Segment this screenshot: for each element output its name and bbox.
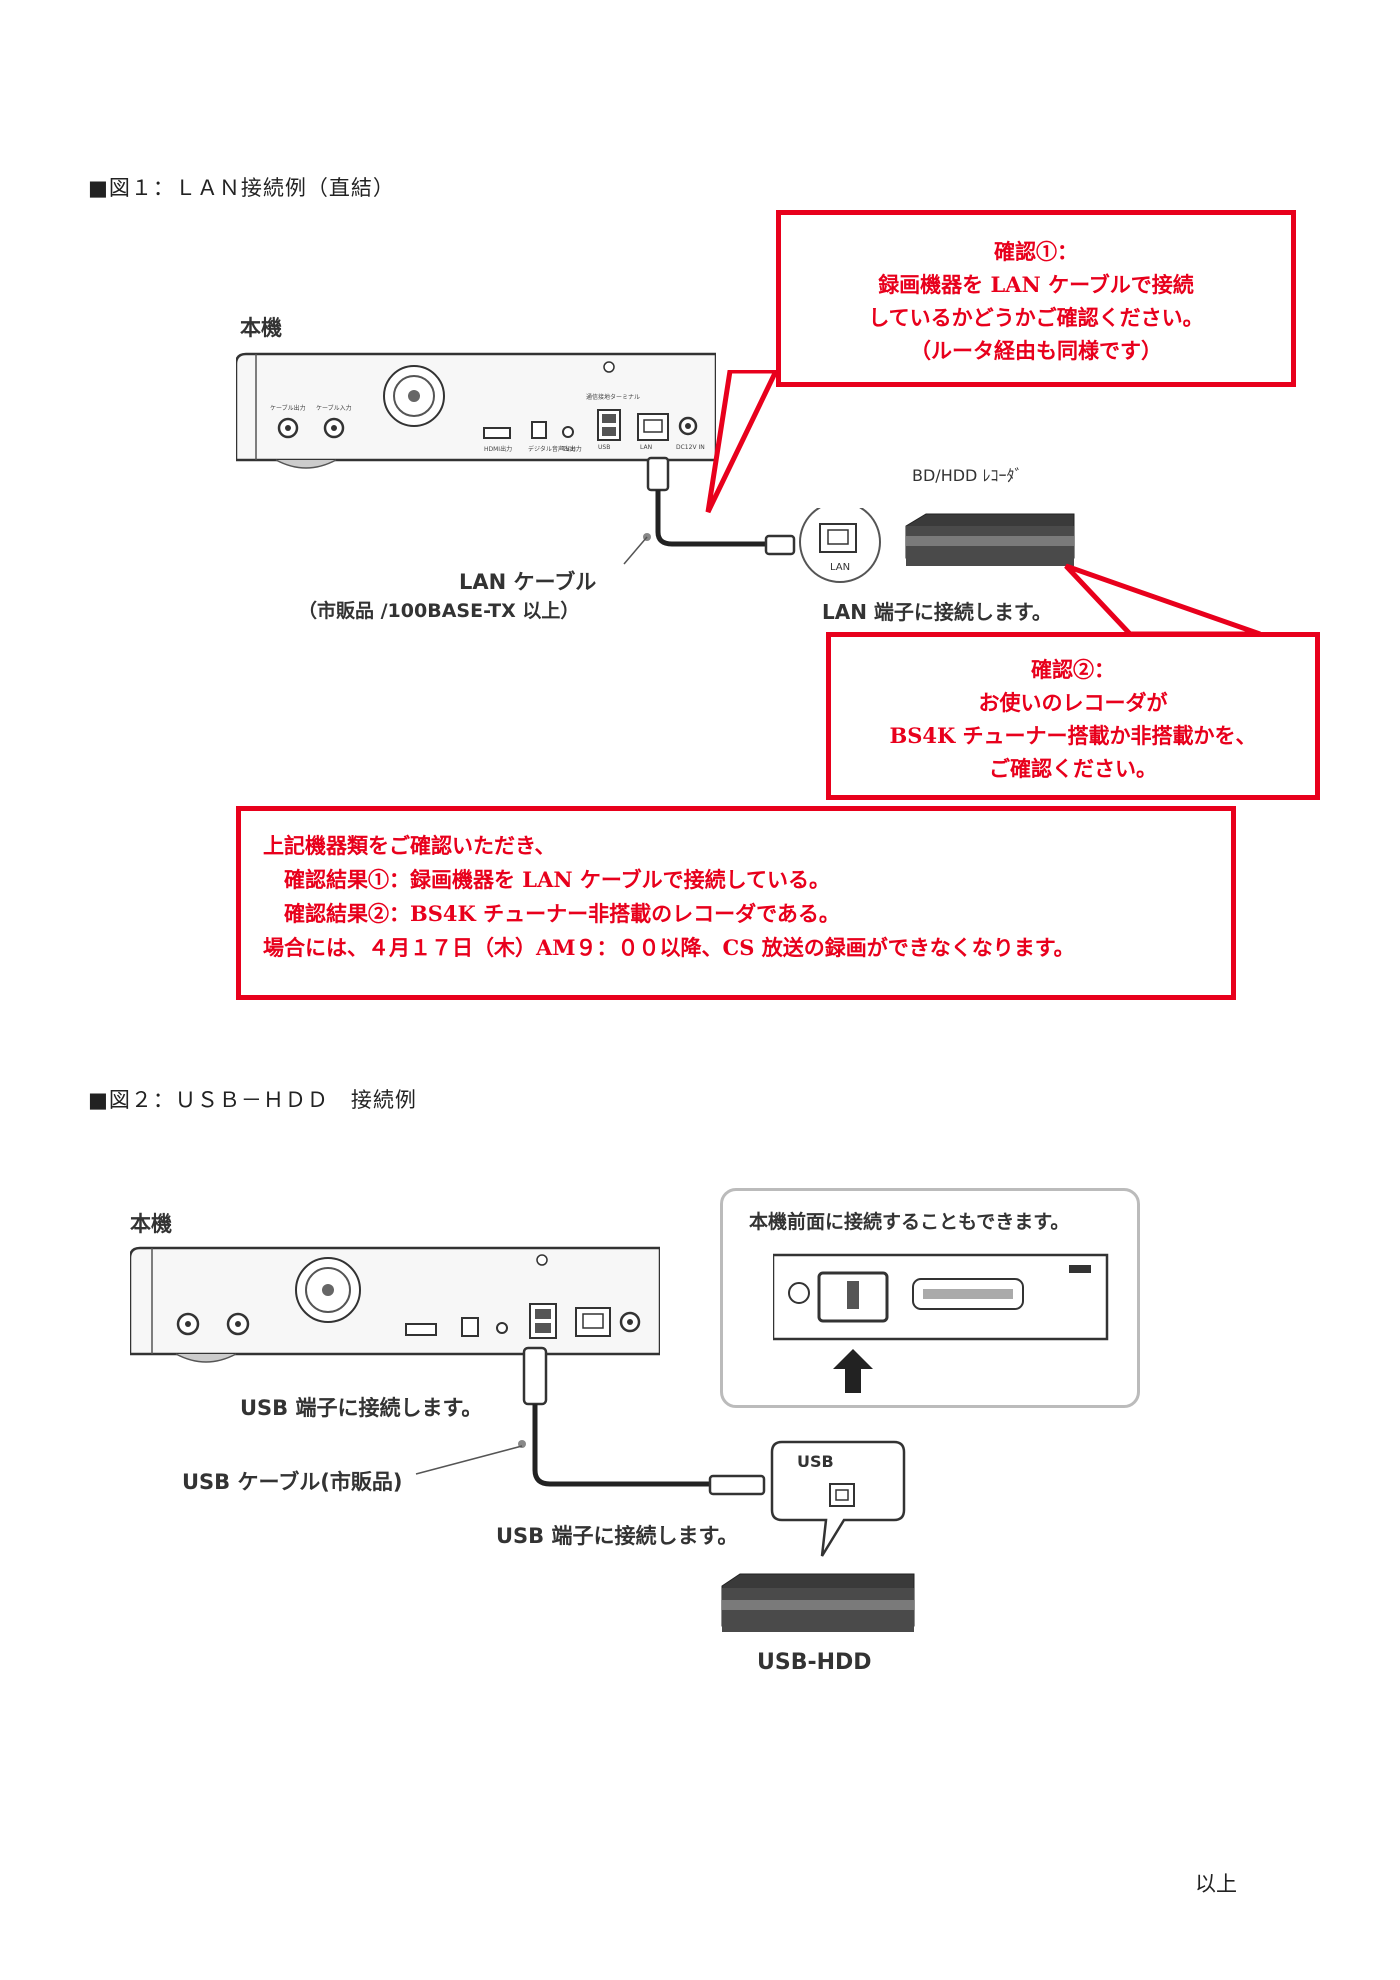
- callout1-line2: 録画機器を LAN ケーブルで接続: [878, 272, 1194, 297]
- callout1-line1: 確認①：: [994, 239, 1078, 264]
- usb-hdd-label: USB-HDD: [757, 1650, 872, 1675]
- rear-label-usb: USB: [598, 444, 611, 451]
- rear-label-hdmi: HDMI出力: [484, 446, 513, 453]
- notice-line3: 確認結果②：BS4K チューナー非搭載のレコーダである。: [263, 901, 840, 926]
- front-panel-note: 本機前面に接続することもできます。: [749, 1211, 1070, 1233]
- callout2-pointer: [1064, 563, 1261, 637]
- callout1-line4: （ルータ経由も同様です）: [910, 338, 1162, 363]
- usb-connect-bottom-label: USB 端子に接続します。: [496, 1524, 739, 1548]
- rear-label-ground: 通信接地ターミナル: [586, 394, 641, 401]
- svg-text:LAN: LAN: [830, 562, 850, 573]
- usb-cable-leader: [415, 1445, 523, 1475]
- callout1-pointer: [705, 370, 780, 514]
- front-panel-illustration: [773, 1253, 1109, 1393]
- notice-line2: 確認結果①：録画機器を LAN ケーブルで接続している。: [263, 867, 830, 892]
- usb-port-bubble: [770, 1440, 906, 1557]
- end-mark: 以上: [1195, 1872, 1237, 1896]
- usb-cable-illustration: [518, 1346, 766, 1496]
- unit-label: 本機: [240, 316, 282, 340]
- notice-line1: 上記機器類をご確認いただき、: [263, 833, 556, 858]
- unit-rear-panel-illustration-fig2: [130, 1246, 660, 1363]
- callout1-box: 確認①： 録画機器を LAN ケーブルで接続 しているかどうかご確認ください。 …: [776, 210, 1296, 387]
- rear-label-dc-in: DC12V IN: [676, 444, 705, 451]
- usb-connect-top-label: USB 端子に接続します。: [240, 1396, 483, 1420]
- figure2-title: ■図２：ＵＳＢ－ＨＤＤ 接続例: [88, 1088, 417, 1112]
- callout2-line3: BS4K チューナー搭載か非搭載かを、: [889, 723, 1257, 748]
- unit-label-fig2: 本機: [130, 1212, 172, 1236]
- rear-label-cable-in: ケーブル入力: [316, 405, 352, 412]
- notice-box: 上記機器類をご確認いただき、 確認結果①：録画機器を LAN ケーブルで接続して…: [236, 806, 1236, 1000]
- rear-label-cable-out: ケーブル出力: [270, 405, 306, 412]
- callout2-line1: 確認②：: [1031, 657, 1115, 682]
- usb-hdd-illustration: [721, 1573, 915, 1632]
- notice-line4: 場合には、４月１７日（木）AM９：００以降、CS 放送の録画ができなくなります。: [263, 935, 1075, 960]
- rear-label-digital-audio: デジタル音声出力: [528, 446, 576, 453]
- recorder-label: BD/HDD ﾚｺｰﾀﾞ: [912, 466, 1023, 485]
- unit-rear-panel-illustration: [236, 352, 716, 469]
- lan-cable-label: LAN ケーブル: [459, 570, 597, 594]
- callout1-line3: しているかどうかご確認ください。: [868, 305, 1204, 330]
- rear-label-tv-out: TV出力: [562, 446, 582, 453]
- recorder-illustration: LAN: [799, 508, 1075, 583]
- lan-cable-sub-label: （市販品 /100BASE-TX 以上）: [298, 600, 580, 622]
- lan-cable-illustration: [623, 456, 796, 565]
- usb-port-label: USB: [797, 1452, 834, 1471]
- rear-label-lan: LAN: [640, 444, 653, 451]
- lan-port-connect-label: LAN 端子に接続します。: [822, 600, 1052, 624]
- figure1-title: ■図１：ＬＡＮ接続例（直結）: [88, 176, 395, 200]
- callout2-box: 確認②： お使いのレコーダが BS4K チューナー搭載か非搭載かを、 ご確認くだ…: [826, 632, 1320, 800]
- front-panel-inset: 本機前面に接続することもできます。: [720, 1188, 1140, 1408]
- callout2-line4: ご確認ください。: [989, 756, 1157, 781]
- callout2-line2: お使いのレコーダが: [978, 690, 1168, 715]
- usb-cable-label: USB ケーブル(市販品): [182, 1470, 403, 1494]
